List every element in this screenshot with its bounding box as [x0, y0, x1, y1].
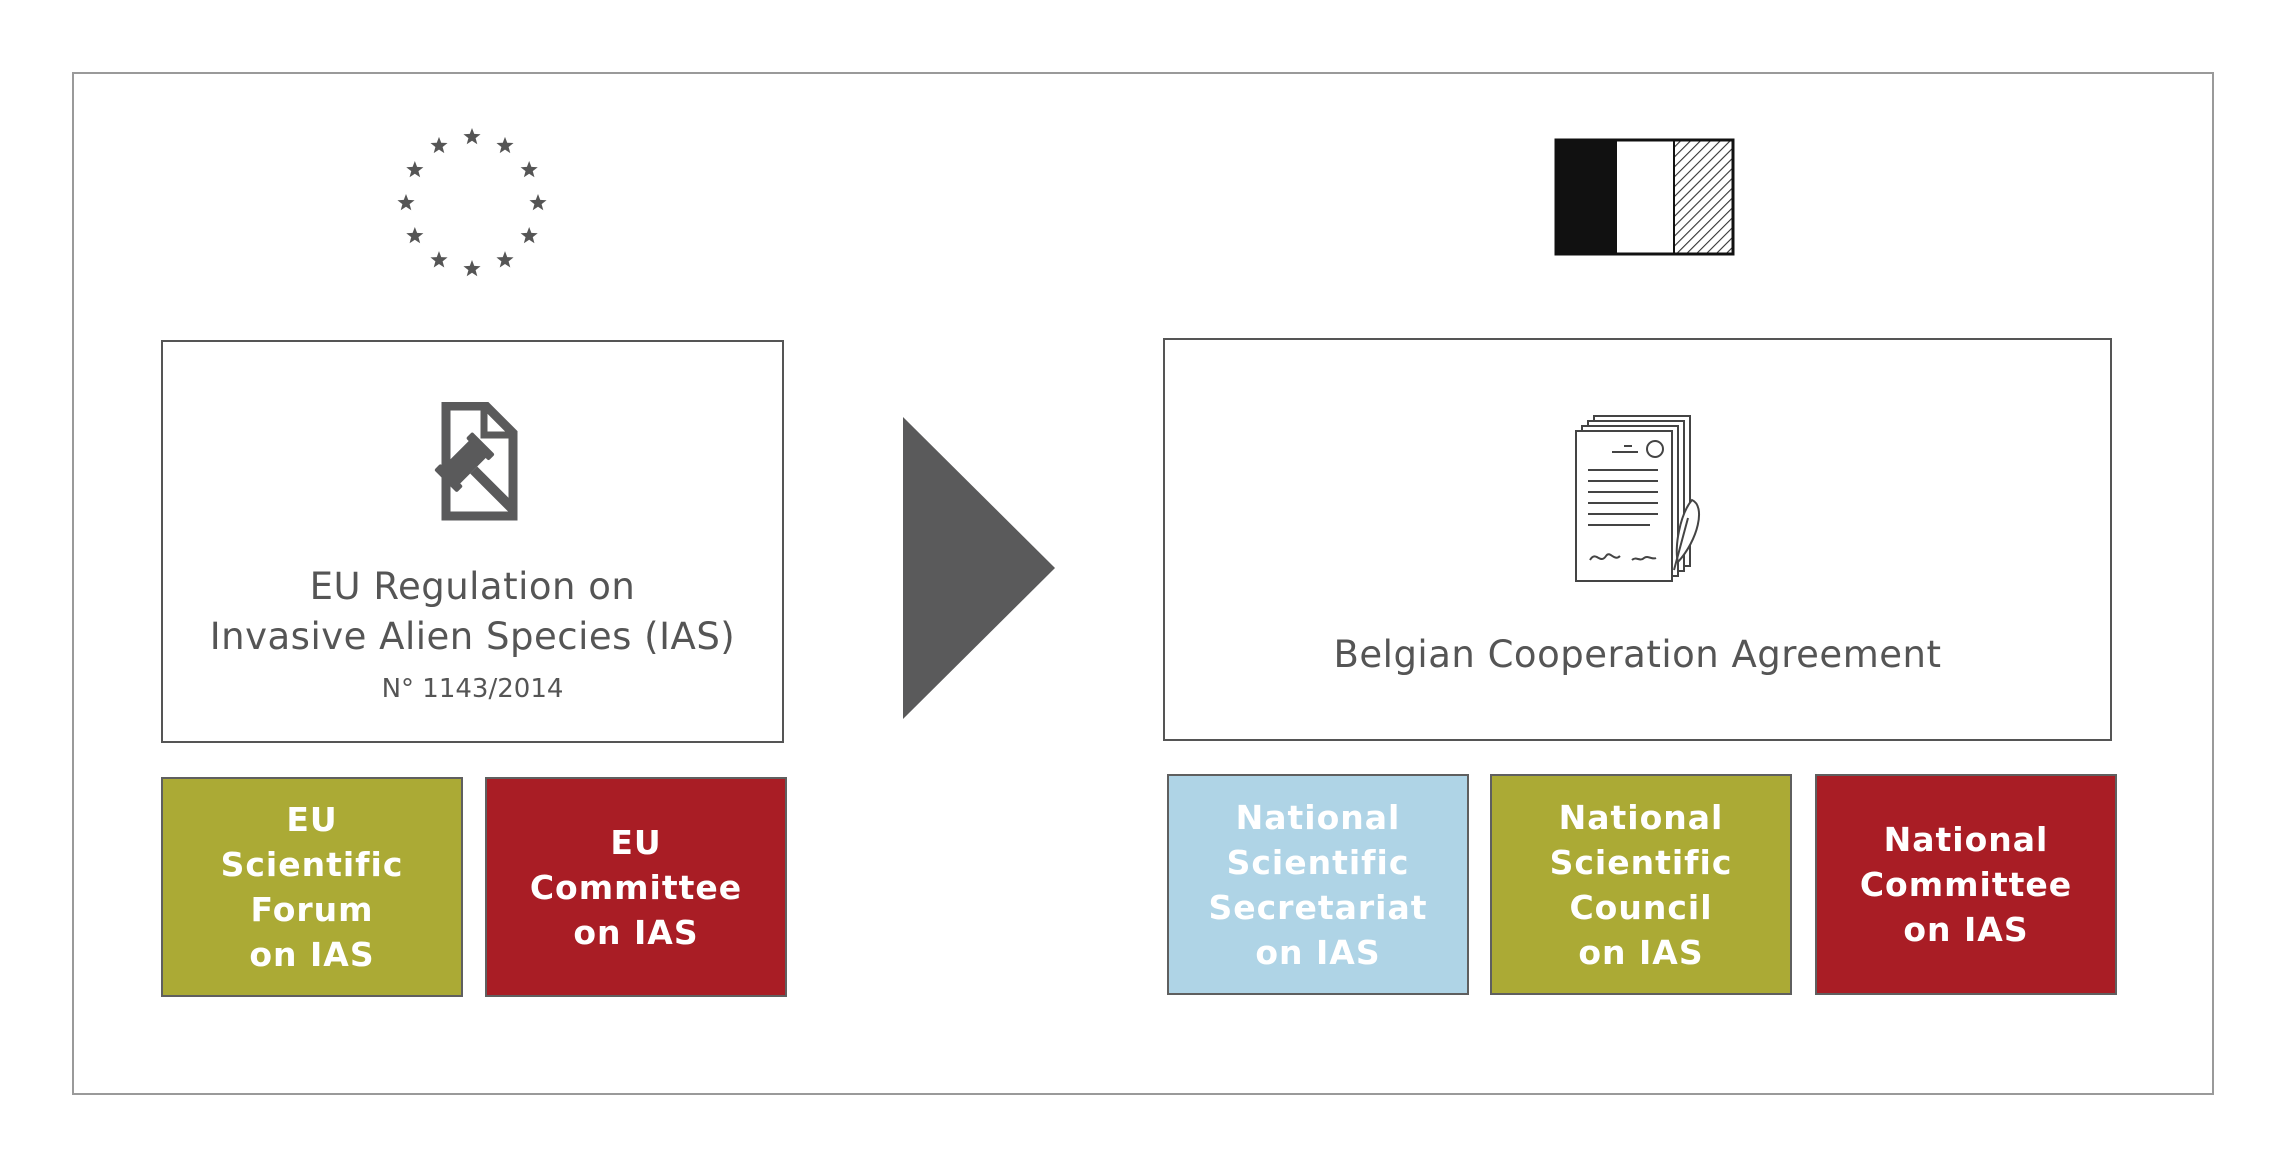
national-scientific-council-tile: National Scientific Council on IAS [1490, 774, 1792, 995]
belgian-agreement-box: Belgian Cooperation Agreement [1163, 338, 2112, 741]
belgian-agreement-title: Belgian Cooperation Agreement [1333, 633, 1942, 676]
star-icon [520, 161, 538, 178]
star-icon [496, 251, 514, 268]
eu-scientific-forum-tile: EU Scientific Forum on IAS [161, 777, 463, 997]
eu-regulation-title-line2: Invasive Alien Species (IAS) [209, 615, 736, 658]
star-icon [529, 194, 547, 211]
right-triangle-arrow-icon [903, 417, 1055, 719]
star-icon [430, 136, 448, 154]
eu-stars-icon [397, 128, 547, 277]
star-icon [397, 194, 415, 211]
eu-regulation-title-line1: EU Regulation on [309, 565, 636, 608]
tile-label: National Scientific Secretariat on IAS [1208, 797, 1428, 972]
star-icon [406, 227, 424, 244]
national-committee-tile: National Committee on IAS [1815, 774, 2117, 995]
tile-label: EU Committee on IAS [529, 822, 743, 952]
eu-regulation-number: N° 1143/2014 [381, 674, 564, 704]
belgian-flag-icon [1554, 138, 1735, 256]
eu-regulation-box: EU Regulation on Invasive Alien Species … [161, 340, 784, 743]
star-icon [520, 227, 538, 244]
signed-documents-quill-icon [1575, 415, 1701, 582]
national-scientific-secretariat-tile: National Scientific Secretariat on IAS [1167, 774, 1469, 995]
tile-label: EU Scientific Forum on IAS [220, 800, 404, 974]
star-icon [496, 136, 514, 154]
star-icon [463, 128, 481, 145]
tile-label: National Scientific Council on IAS [1549, 797, 1733, 972]
star-icon [430, 251, 448, 268]
tile-label: National Committee on IAS [1859, 820, 2073, 949]
diagram-frame [72, 72, 2214, 1095]
eu-committee-tile: EU Committee on IAS [485, 777, 787, 997]
law-document-gavel-icon [434, 402, 518, 521]
star-icon [463, 260, 481, 277]
star-icon [406, 161, 424, 178]
